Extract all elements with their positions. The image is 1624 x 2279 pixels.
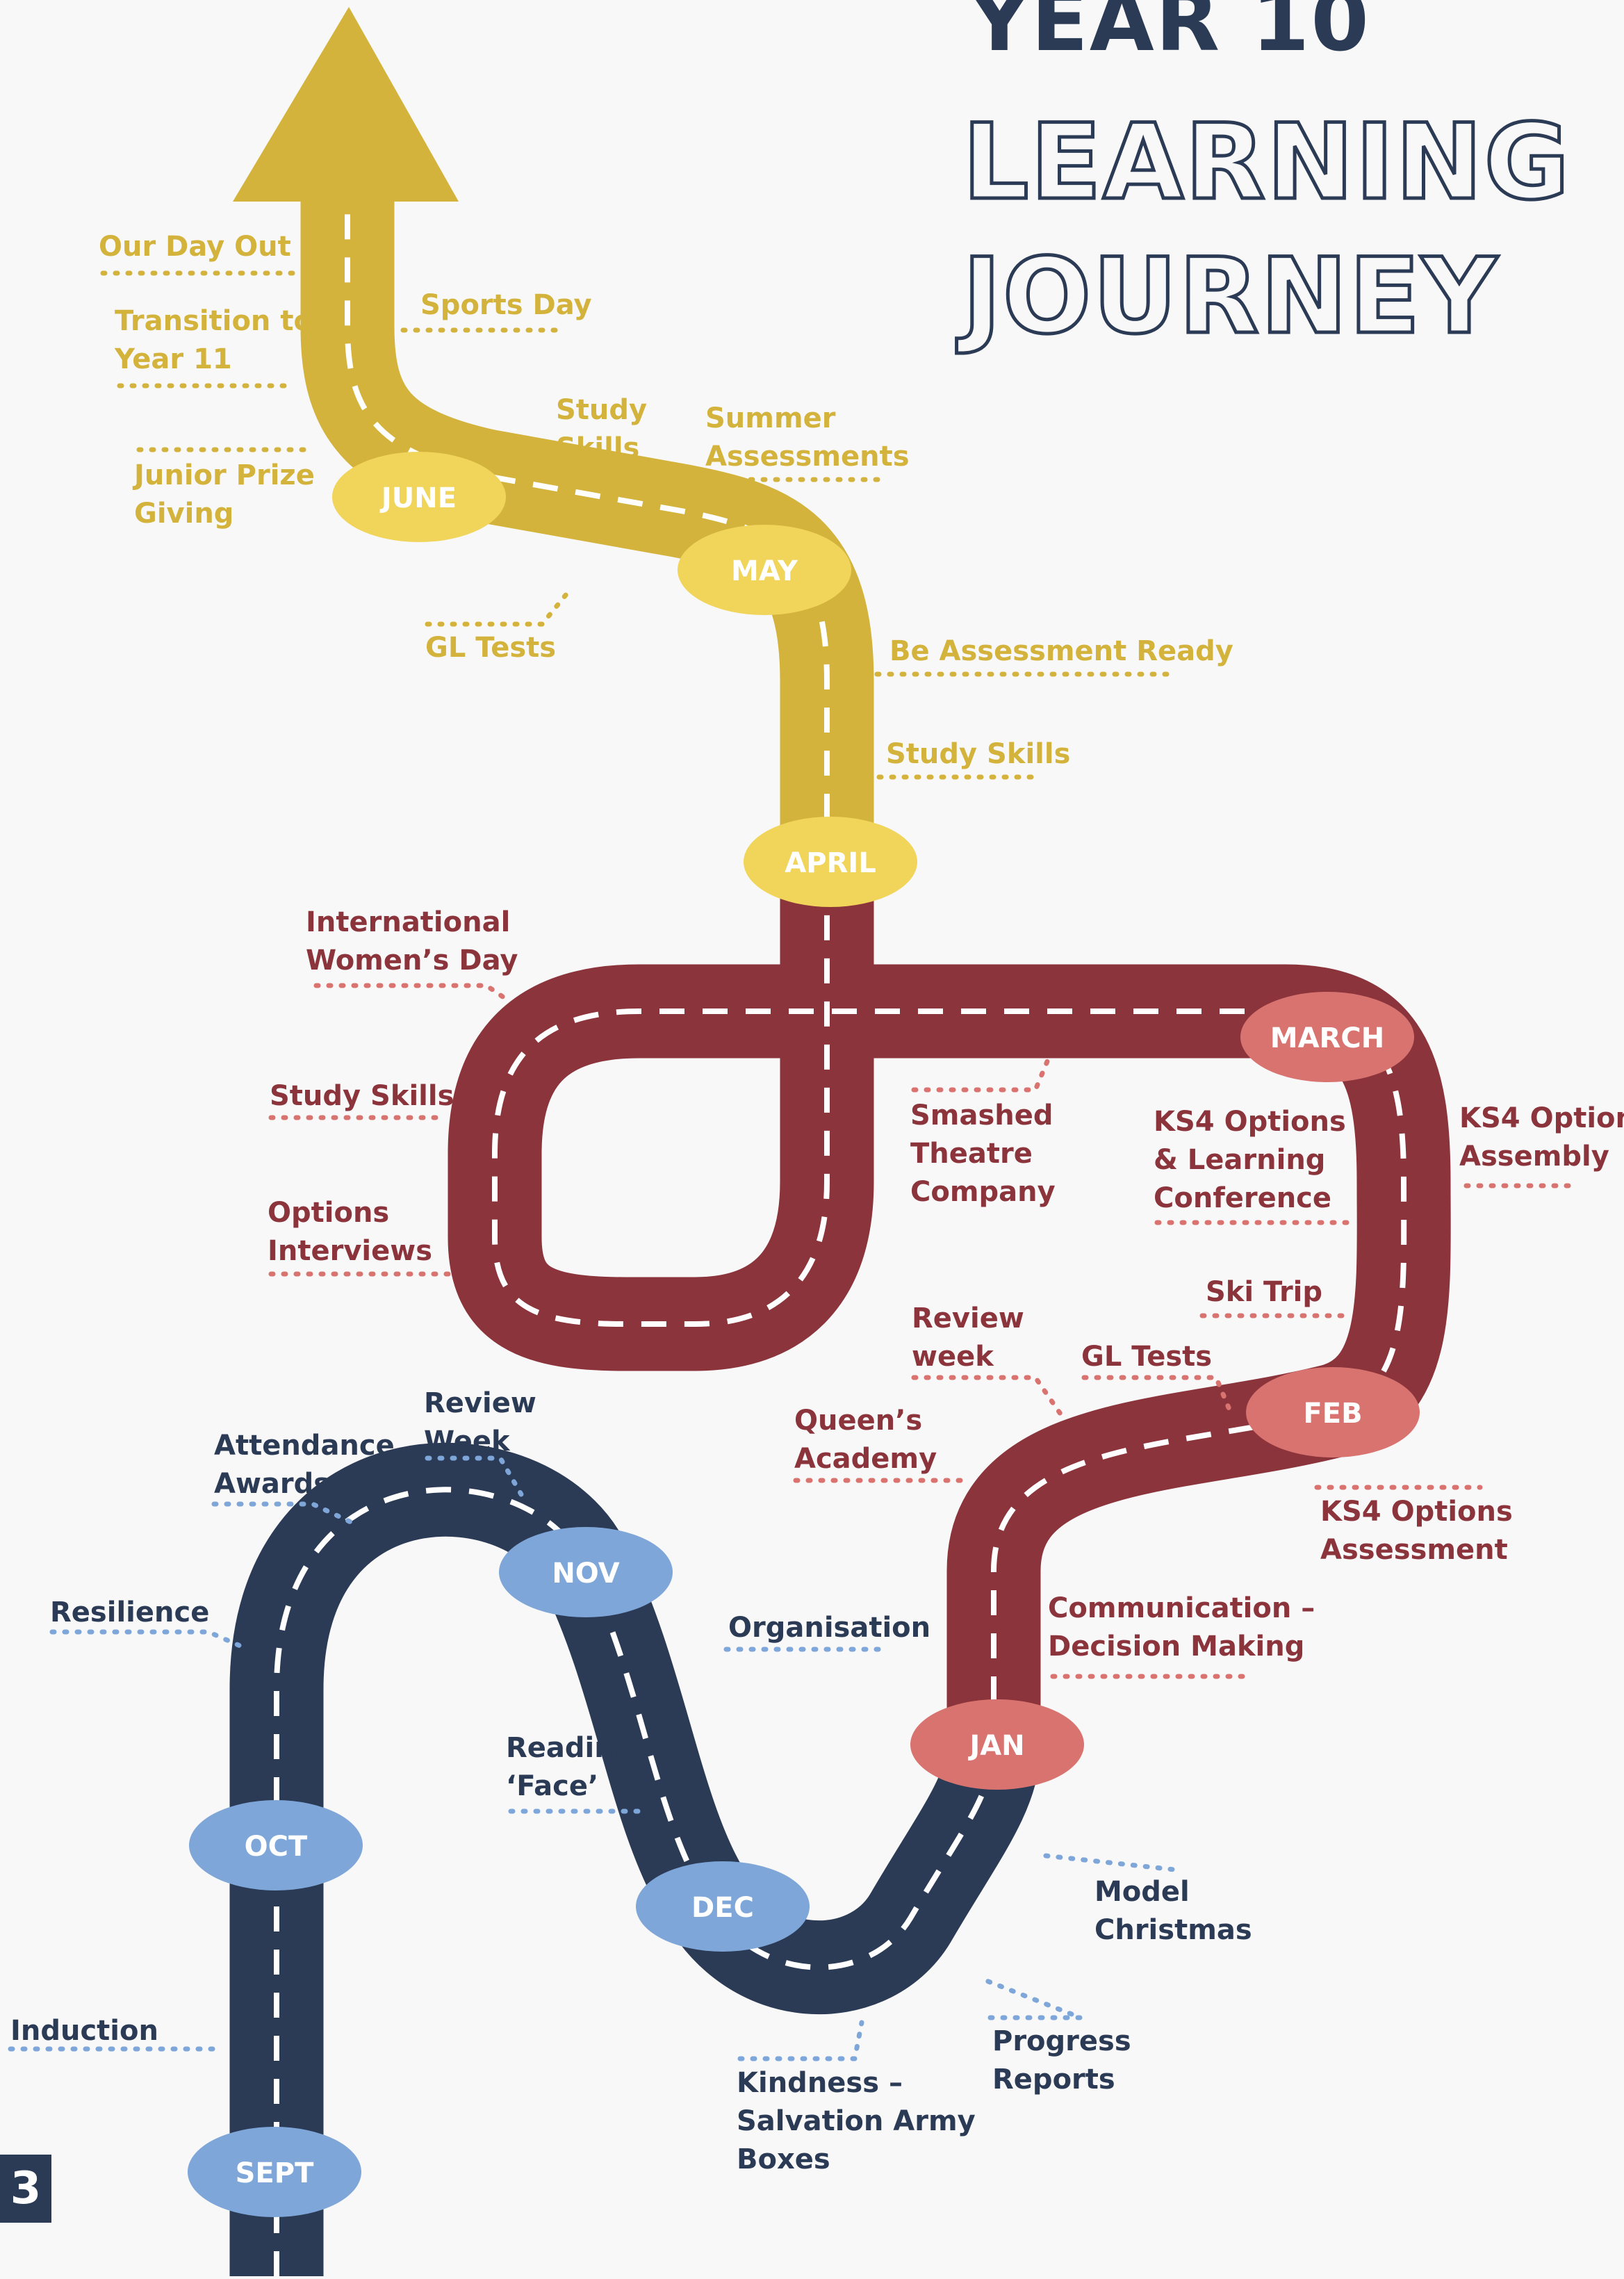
month-marker-march: MARCH [1240, 992, 1414, 1082]
label-gl-tests-feb: GL Tests [1081, 1341, 1212, 1373]
month-marker-sept: SEPT [188, 2127, 361, 2217]
label-options-interviews-2: Interviews [268, 1235, 432, 1267]
label-kindness-2: Salvation Army [737, 2105, 976, 2137]
road-navy [229, 1442, 1041, 2276]
label-womens-day-1: International [306, 906, 510, 938]
label-smashed-theatre-2: Theatre [910, 1138, 1033, 1170]
label-reading-face-2: ‘Face’ [506, 1770, 598, 1802]
label-study-skills-april: Study Skills [886, 738, 1070, 770]
label-ks4-conference-1: KS4 Options [1154, 1106, 1346, 1138]
label-progress-reports-1: Progress [992, 2025, 1131, 2057]
label-ks4-conference-2: & Learning [1154, 1144, 1325, 1176]
svg-text:JAN: JAN [967, 1730, 1024, 1762]
svg-text:JUNE: JUNE [379, 482, 457, 514]
month-marker-feb: FEB [1246, 1367, 1420, 1457]
label-attendance-awards-1: Attendance [214, 1430, 395, 1462]
svg-text:MARCH: MARCH [1270, 1022, 1384, 1054]
month-marker-oct: OCT [189, 1800, 363, 1890]
month-marker-dec: DEC [636, 1861, 810, 1952]
label-study-skills-june-2: Skills [556, 432, 639, 464]
label-summer-assessments-2: Assessments [705, 441, 910, 473]
label-organisation: Organisation [728, 1612, 930, 1644]
svg-text:NOV: NOV [552, 1558, 619, 1590]
label-attendance-awards-2: Awards [214, 1468, 330, 1500]
label-ks4-conference-3: Conference [1154, 1182, 1331, 1214]
month-marker-april: APRIL [744, 817, 917, 907]
label-model-christmas-1: Model [1094, 1876, 1190, 1908]
label-induction: Induction [10, 2015, 158, 2047]
leaders-maroon [268, 983, 1573, 1679]
label-review-week-nov-1: Review [424, 1387, 536, 1419]
event-labels-maroon: Communication – Decision Making Queen’s … [268, 906, 1624, 1663]
label-junior-prize-2: Giving [134, 498, 233, 530]
month-marker-may: MAY [678, 525, 851, 615]
event-labels-navy: Induction Resilience Attendance Awards R… [10, 1387, 1252, 2175]
label-queens-academy-2: Academy [794, 1443, 937, 1475]
label-be-assessment-ready: Be Assessment Ready [889, 635, 1233, 667]
label-progress-reports-2: Reports [992, 2064, 1115, 2096]
label-communication-1: Communication – [1048, 1592, 1315, 1624]
label-transition-1: Transition to [115, 305, 313, 337]
svg-text:SEPT: SEPT [236, 2157, 314, 2189]
label-review-week-nov-2: Week [424, 1426, 511, 1457]
label-womens-day-2: Women’s Day [306, 945, 518, 977]
svg-text:DEC: DEC [691, 1892, 754, 1924]
label-transition-2: Year 11 [114, 343, 232, 375]
journey-arrow-head [233, 7, 459, 202]
label-options-interviews-1: Options [268, 1197, 389, 1229]
svg-text:APRIL: APRIL [785, 847, 876, 879]
svg-text:OCT: OCT [245, 1831, 308, 1863]
label-sports-day: Sports Day [420, 289, 592, 321]
label-communication-2: Decision Making [1048, 1631, 1304, 1663]
label-junior-prize-1: Junior Prize [132, 459, 315, 491]
label-ks4-assembly-2: Assembly [1459, 1141, 1609, 1173]
label-study-skills-march: Study Skills [270, 1080, 454, 1112]
title-journey: JOURNEY [956, 236, 1499, 357]
label-summer-assessments-1: Summer [705, 402, 836, 434]
title-year-10: YEAR 10 [968, 0, 1370, 70]
label-kindness-3: Boxes [737, 2143, 830, 2175]
month-marker-jan: JAN [910, 1699, 1084, 1790]
label-ks4-options-assessment-2: Assessment [1320, 1534, 1508, 1566]
title-learning: LEARNING [962, 102, 1571, 223]
page-number-badge: 3 [0, 2155, 51, 2223]
label-ks4-assembly-1: KS4 Options [1459, 1102, 1624, 1134]
label-study-skills-june-1: Study [556, 394, 647, 426]
event-labels-gold: Study Skills Be Assessment Ready GL Test… [99, 231, 1233, 770]
label-reading-face-1: Reading [506, 1732, 634, 1764]
label-smashed-theatre-3: Company [910, 1176, 1056, 1208]
label-review-week-feb-2: week [912, 1341, 994, 1373]
label-kindness-1: Kindness – [737, 2067, 903, 2099]
label-smashed-theatre-1: Smashed [910, 1100, 1053, 1132]
label-ks4-options-assessment-1: KS4 Options [1320, 1496, 1513, 1528]
month-marker-june: JUNE [332, 452, 506, 542]
label-review-week-feb-1: Review [912, 1302, 1024, 1334]
leaders-navy [8, 1455, 1177, 2061]
label-queens-academy-1: Queen’s [794, 1405, 922, 1437]
label-resilience: Resilience [50, 1596, 209, 1628]
label-ski-trip: Ski Trip [1206, 1276, 1322, 1308]
label-our-day-out: Our Day Out [99, 231, 291, 263]
svg-text:MAY: MAY [731, 555, 798, 587]
label-model-christmas-2: Christmas [1094, 1914, 1252, 1946]
label-gl-tests-may: GL Tests [425, 632, 556, 664]
month-marker-nov: NOV [499, 1527, 673, 1617]
svg-text:FEB: FEB [1303, 1398, 1362, 1430]
leaders-gold [100, 270, 1177, 780]
